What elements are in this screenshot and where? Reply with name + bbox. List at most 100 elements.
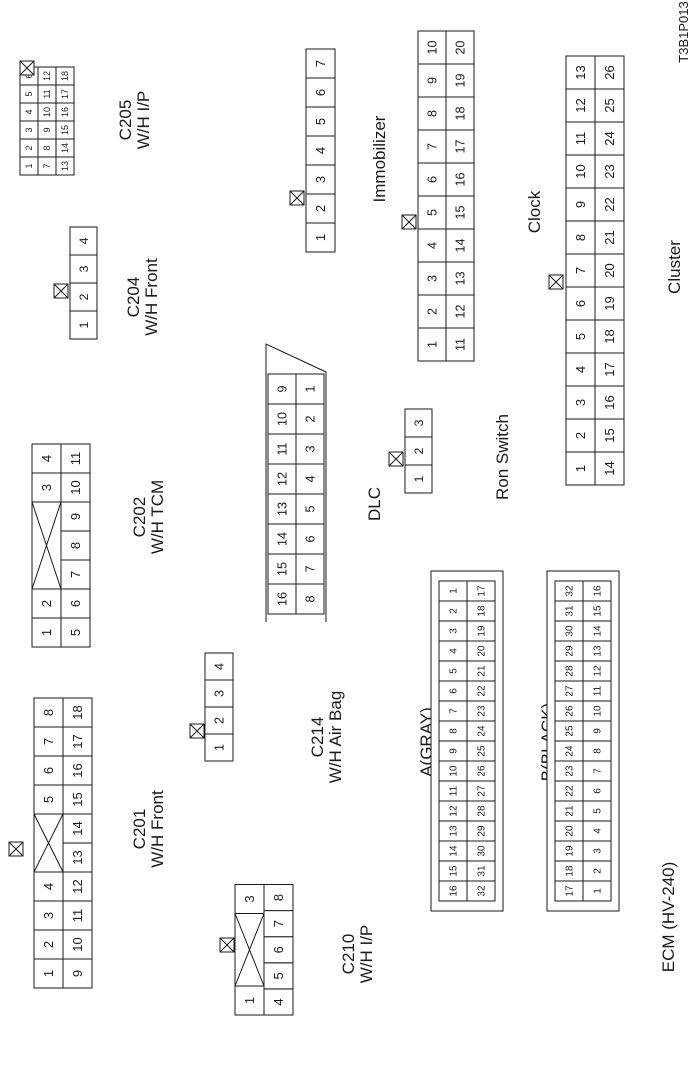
connector-cluster: Cluster 12345678910111213141516171819202…	[548, 55, 684, 486]
ecm-connector-b-r1-0-pin: 1	[593, 888, 604, 894]
ecm-connector-a-r0-6-pin: 10	[449, 765, 460, 777]
ecm-connector-a-r0-13-pin: 3	[449, 628, 460, 634]
connector-c205-r2-1-pin: 14	[60, 143, 70, 153]
connector-c201-r1-7-pin: 16	[70, 763, 85, 777]
connector-clock-r1-3-pin: 14	[454, 238, 468, 252]
connector-clock-r1-9-cell	[445, 30, 475, 65]
ecm-connector-b-r1-7-pin: 8	[593, 748, 604, 754]
connector-dlc-r0-6-pin: 10	[276, 412, 290, 426]
ecm-connector-b-r1-11-pin: 12	[593, 665, 604, 677]
connector-c202-p5-pin: 3	[39, 484, 54, 491]
ecm-connector-b-r0-4-pin: 21	[565, 805, 576, 817]
connector-c202-p1-pin: 2	[39, 600, 54, 607]
connector-cluster-r0-4-pin: 5	[573, 333, 588, 340]
connector-clock-r1-5-pin: 16	[454, 172, 468, 186]
connector-c202-r1-4-pin: 9	[68, 513, 83, 520]
connector-c202-r1-6-cell	[60, 443, 91, 474]
connector-c202-r1-2-pin: 7	[68, 571, 83, 578]
ecm-connector-a-r1-8-pin: 24	[477, 725, 488, 737]
connector-c204-r0-1-pin: 2	[77, 293, 91, 300]
connector-clock-r0-8-pin: 9	[426, 77, 440, 84]
connector-clock-r1-8-pin: 19	[454, 73, 468, 87]
connector-ron-switch-r0-2-pin: 3	[412, 419, 426, 426]
ecm-connector-a-r1-15-cell	[466, 580, 496, 602]
ecm-connector-b-r1-14-pin: 15	[593, 605, 604, 617]
connector-c201-r1-8-pin: 17	[70, 734, 85, 748]
ecm-connector-a-r0-12-pin: 4	[449, 648, 460, 654]
connector-clock-r1-9-pin: 20	[454, 40, 468, 54]
ecm-connector-b-r0-0-pin: 17	[565, 885, 576, 897]
connector-c201-r1-1-pin: 10	[70, 937, 85, 951]
connector-immobilizer-r0-1-pin: 2	[313, 205, 328, 212]
connector-c205-r1-0-pin: 7	[42, 163, 52, 168]
connector-dlc-r1-5-pin: 3	[304, 445, 318, 452]
connector-c205-r0-2-pin: 3	[24, 127, 34, 132]
ecm-connector-a-r1-2-pin: 30	[477, 845, 488, 857]
connector-dlc-r1-3-pin: 5	[304, 505, 318, 512]
connector-c202-p6-pin: 4	[39, 455, 54, 462]
ecm-connector-a-r1-14-pin: 18	[477, 605, 488, 617]
connector-c205-r1-4-pin: 11	[42, 89, 52, 98]
ecm-connector-b-r0-13-pin: 30	[565, 625, 576, 637]
connector-cluster-r0-0-pin: 1	[573, 465, 588, 472]
connector-ron-switch-r0-0-pin: 1	[412, 475, 426, 482]
connector-dlc-r0-7-pin: 9	[276, 385, 290, 392]
connector-c214-label: C214	[308, 717, 327, 758]
connector-immobilizer-label: Immobilizer	[370, 115, 389, 202]
ecm-connector-b-r1-15-cell	[582, 580, 612, 602]
connector-cluster-r0-11-pin: 12	[573, 98, 588, 112]
connector-dlc-r0-4-pin: 12	[276, 472, 290, 486]
ecm-connector-a-r0-2-pin: 14	[449, 845, 460, 857]
connector-cluster-r1-10-pin: 24	[602, 131, 617, 145]
ecm-connector-b-r1-5-pin: 6	[593, 788, 604, 794]
ecm-connector-a-r0-0-pin: 16	[449, 885, 460, 897]
ecm-connector-b-r1-15-pin: 16	[593, 585, 604, 597]
ecm-title: ECM (HV-240)	[659, 862, 678, 973]
connector-cluster-r1-5-pin: 19	[602, 296, 617, 310]
connector-c205-r1-5-pin: 12	[42, 71, 52, 81]
connector-dlc-r0-1-pin: 15	[276, 562, 290, 576]
connector-c210-r1-3-pin: 7	[271, 920, 286, 927]
connector-c205-r2-5-cell	[55, 66, 75, 86]
connector-immobilizer-r0-6-cell	[305, 48, 336, 79]
connector-c201-key-cross	[8, 841, 24, 857]
connector-clock-r0-1-pin: 2	[426, 308, 440, 315]
connector-c204-r0-3-pin: 4	[77, 237, 91, 244]
ecm-connector-a-r0-4-pin: 12	[449, 805, 460, 817]
ecm-connector-b-r0-12-pin: 29	[565, 645, 576, 657]
ecm-connector-a-r1-0-pin: 32	[477, 885, 488, 897]
connector-immobilizer-key-cross	[289, 190, 305, 206]
connector-immobilizer-r0-0-pin: 1	[313, 234, 328, 241]
connector-dlc-r1-7-cell	[295, 373, 325, 405]
connector-dlc-r0-0-pin: 16	[276, 592, 290, 606]
connector-clock-r1-7-pin: 18	[454, 106, 468, 120]
connector-c205-r0-1-pin: 2	[24, 145, 34, 150]
connector-c204-r0-2-pin: 3	[77, 265, 91, 272]
connector-c214-r0-0-pin: 1	[213, 744, 227, 751]
connector-cluster-r0-10-pin: 11	[573, 132, 588, 146]
connector-cluster-r1-6-pin: 20	[602, 263, 617, 277]
connector-dlc-r1-1-pin: 7	[304, 565, 318, 572]
connector-clock-r0-4-pin: 5	[426, 209, 440, 216]
connector-c205-r2-2-pin: 15	[60, 125, 70, 135]
ecm-connector-a-r0-5-pin: 11	[449, 785, 460, 796]
connector-c201-p8-pin: 7	[41, 738, 56, 745]
ecm-connector-b-r0-2-pin: 19	[565, 845, 576, 857]
ecm-connector-a-r0-11-pin: 5	[449, 668, 460, 674]
connector-c202-sublabel: W/H TCM	[148, 480, 167, 554]
connector-c210-r1-2-pin: 6	[271, 946, 286, 953]
connector-dlc-r1-2-pin: 6	[304, 535, 318, 542]
connector-c204-key-cross	[53, 283, 69, 299]
ecm-connector-a-r0-7-pin: 9	[449, 748, 460, 754]
connector-c201-r1-9-cell	[62, 697, 93, 728]
connector-dlc-r1-7-pin: 1	[304, 385, 318, 392]
connector-c202-r1-0-pin: 5	[68, 629, 83, 636]
connector-c210-blank-cross	[234, 913, 265, 987]
connector-c201-p0-pin: 1	[41, 970, 56, 977]
ecm-connector-b-r1-8-pin: 9	[593, 728, 604, 734]
connector-c205-r1-1-pin: 8	[42, 145, 52, 150]
ecm-connector-b-r1-12-pin: 13	[593, 645, 604, 657]
